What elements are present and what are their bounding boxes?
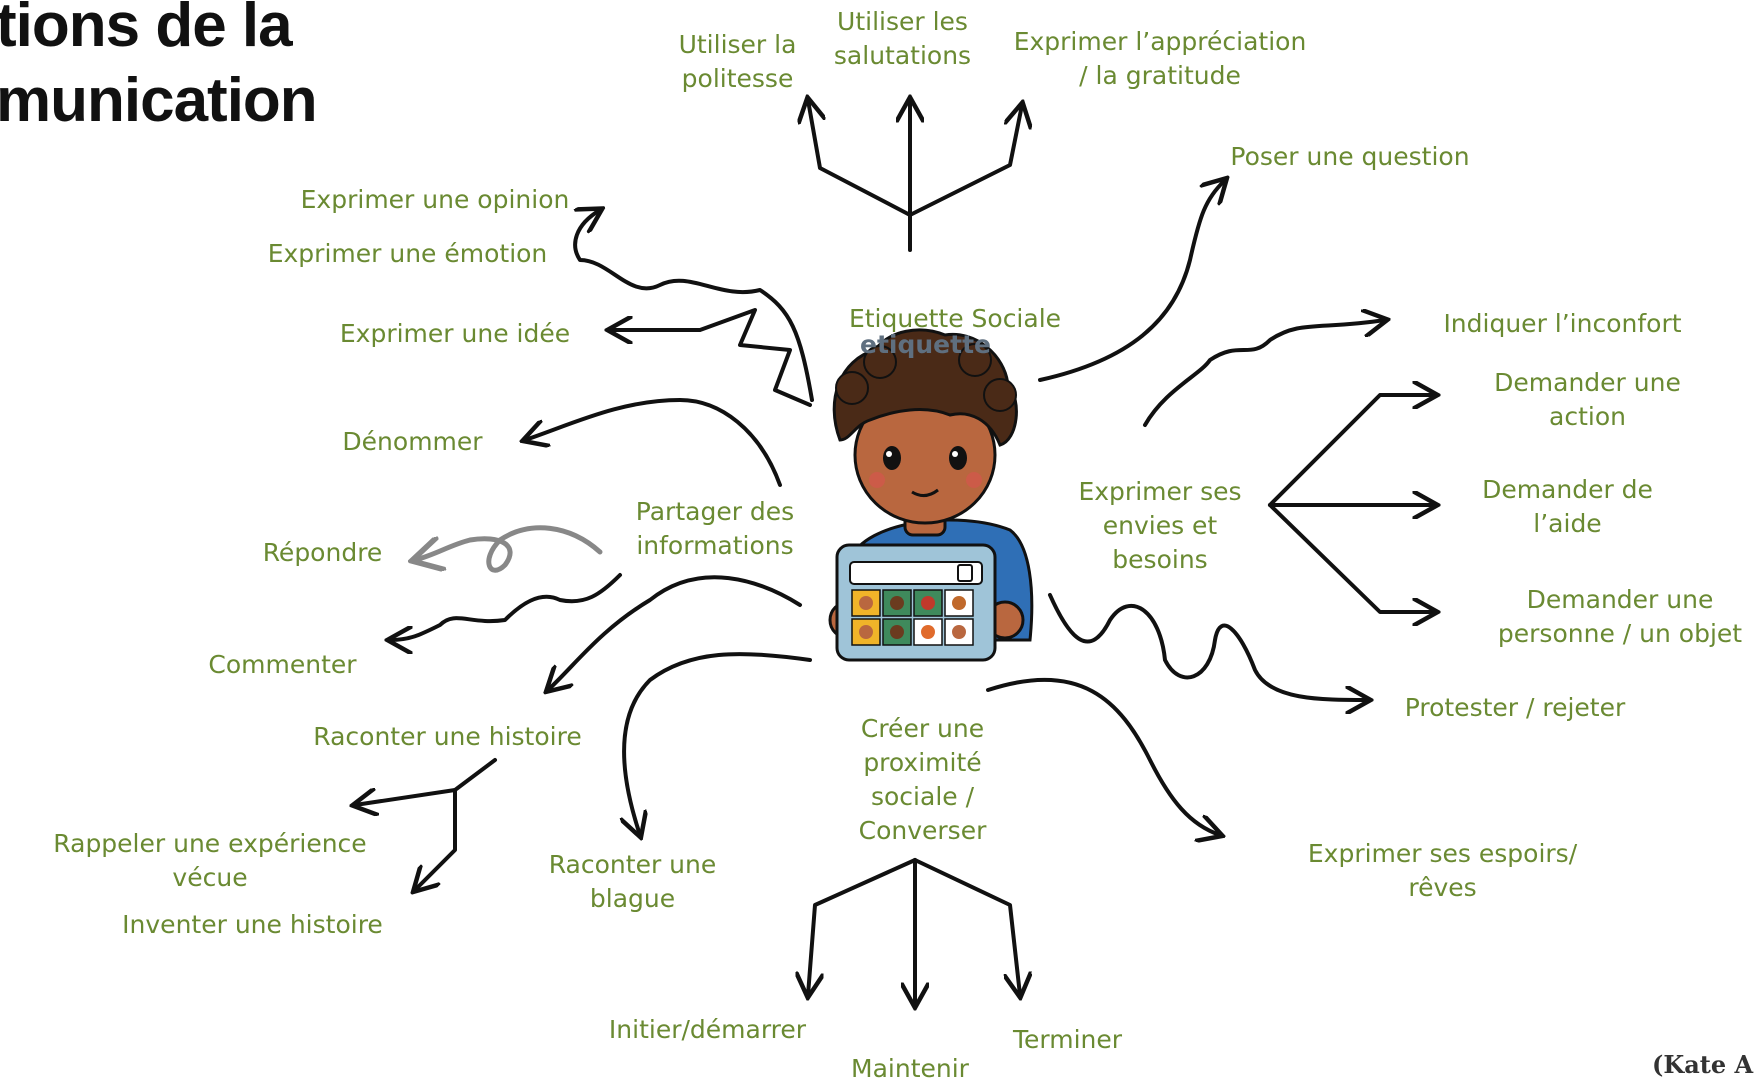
arrow-commenter xyxy=(390,573,622,640)
arrow-repondre xyxy=(415,525,603,570)
label-maintenir: Maintenir xyxy=(851,1054,969,1083)
label-exprimer-emotion: Exprimer une émotion xyxy=(267,239,548,268)
label-commenter: Commenter xyxy=(208,650,357,679)
label-initier: Initier/démarrer xyxy=(608,1015,807,1044)
arrow-blague xyxy=(624,652,812,835)
source-credit: (Kate A xyxy=(1652,1050,1754,1079)
arrow-initier xyxy=(808,858,917,995)
label-etiquette-sociale: Etiquette Sociale xyxy=(848,304,1062,333)
label-exprimer-idee: Exprimer une idée xyxy=(339,319,571,348)
label-salutations: Utiliser les salutations xyxy=(833,7,972,70)
label-demander-action: Demander une action xyxy=(1494,368,1681,431)
arrow-rappeler xyxy=(355,758,497,805)
arrow-terminer xyxy=(913,858,1020,995)
label-inventer-histoire: Inventer une histoire xyxy=(122,910,383,939)
label-demander-aide: Demander de l’aide xyxy=(1482,475,1653,538)
arrow-politesse xyxy=(808,100,912,217)
arrow-question xyxy=(1038,180,1225,382)
label-partager-informations: Partager des informations xyxy=(635,497,795,560)
arrow-espoirs xyxy=(986,677,1220,835)
label-indiquer-inconfort: Indiquer l’inconfort xyxy=(1443,309,1682,338)
arrow-idee xyxy=(610,308,812,407)
label-raconter-histoire: Raconter une histoire xyxy=(313,722,582,751)
arrow-opinion-emotion xyxy=(573,210,814,402)
arrow-personne xyxy=(1268,503,1435,612)
arrow-inconfort xyxy=(1143,320,1385,427)
label-protester-rejeter: Protester / rejeter xyxy=(1404,693,1626,722)
child-illustration xyxy=(828,328,1034,662)
label-poser-question: Poser une question xyxy=(1230,142,1470,171)
arrow-action xyxy=(1268,395,1435,507)
label-rappeler-experience: Rappeler une expérience vécue xyxy=(53,829,367,892)
label-exprimer-espoirs: Exprimer ses espoirs/ rêves xyxy=(1307,839,1578,902)
label-raconter-blague: Raconter une blague xyxy=(548,850,717,913)
label-etiquette-overlap: etiquette xyxy=(860,330,991,359)
label-creer-proximite: Créer une proximité sociale / Converser xyxy=(858,714,987,845)
arrow-raconter-histoire xyxy=(548,575,802,690)
label-demander-personne: Demander une personne / un objet xyxy=(1497,585,1743,648)
label-exprimer-opinion: Exprimer une opinion xyxy=(300,185,570,214)
arrow-inventer xyxy=(415,788,457,890)
label-exprimer-besoins: Exprimer ses envies et besoins xyxy=(1078,477,1242,574)
arrow-protester xyxy=(1048,593,1368,700)
label-denommer: Dénommer xyxy=(342,427,483,456)
page-title: tions de la munication xyxy=(0,0,318,135)
label-terminer: Terminer xyxy=(1012,1025,1123,1054)
arrow-appreciation xyxy=(908,105,1022,217)
communication-tablet xyxy=(835,543,997,662)
label-appreciation: Exprimer l’appréciation / la gratitude xyxy=(1013,27,1307,90)
label-repondre: Répondre xyxy=(262,538,383,567)
arrow-denommer xyxy=(525,398,782,487)
label-politesse: Utiliser la politesse xyxy=(678,30,797,93)
